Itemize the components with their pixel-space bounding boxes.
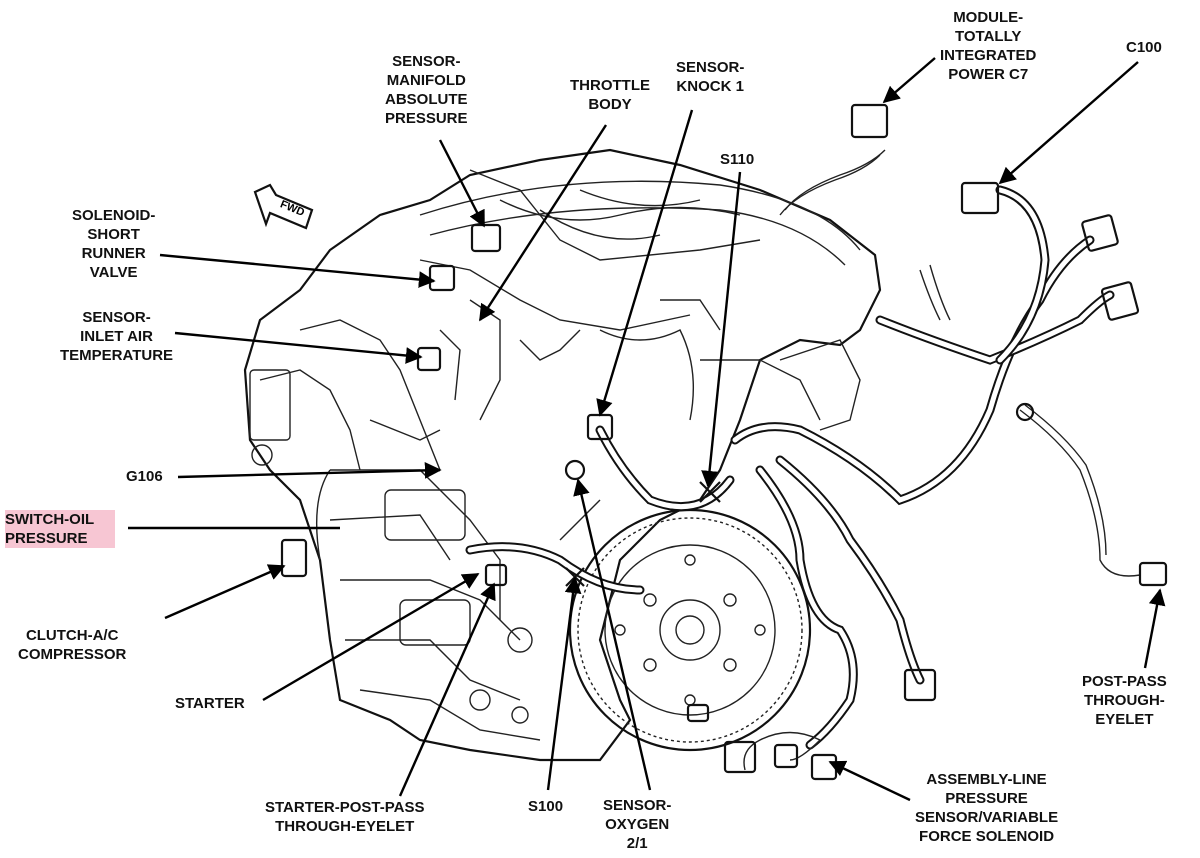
label-sensor-knock: SENSOR-KNOCK 1 (676, 59, 745, 95)
leader-solenoid-srv (159, 253, 436, 288)
fwd-label: FWD (278, 198, 306, 219)
leader-s100 (546, 576, 582, 791)
leader-lines (128, 57, 1166, 802)
wiring-harness (465, 149, 1141, 771)
label-c100: C100 (1126, 39, 1162, 56)
leader-c100 (998, 61, 1139, 185)
label-starter: STARTER (175, 695, 245, 712)
leader-g106 (177, 462, 442, 479)
label-g106: G106 (126, 468, 163, 485)
label-s110: S110 (720, 151, 755, 168)
leader-s110 (701, 171, 742, 488)
leader-module-tipm (882, 57, 936, 104)
leader-throttle-body (478, 124, 608, 322)
leader-sensor-map (438, 139, 486, 228)
fwd-arrow-icon: FWD (253, 183, 314, 230)
leader-clutch-ac (164, 564, 286, 620)
leader-starter-eyelet (398, 582, 496, 797)
switch-oil-highlight-2: PRESSURE (5, 529, 115, 548)
leader-sensor-iat (174, 331, 423, 364)
leader-sensor-o2 (573, 478, 652, 791)
leader-post-pass (1143, 588, 1166, 669)
engine-body (243, 148, 882, 762)
switch-oil-highlight-1: SWITCH-OIL (5, 510, 115, 529)
leader-sensor-knock (596, 109, 694, 417)
connectors (280, 103, 1168, 781)
leader-assembly-line (828, 760, 911, 802)
label-s100: S100 (528, 798, 564, 815)
leader-starter (262, 572, 480, 702)
flexplate (568, 508, 812, 752)
label-switch-oil: SWITCH-OIL PRESSURE (5, 510, 115, 548)
